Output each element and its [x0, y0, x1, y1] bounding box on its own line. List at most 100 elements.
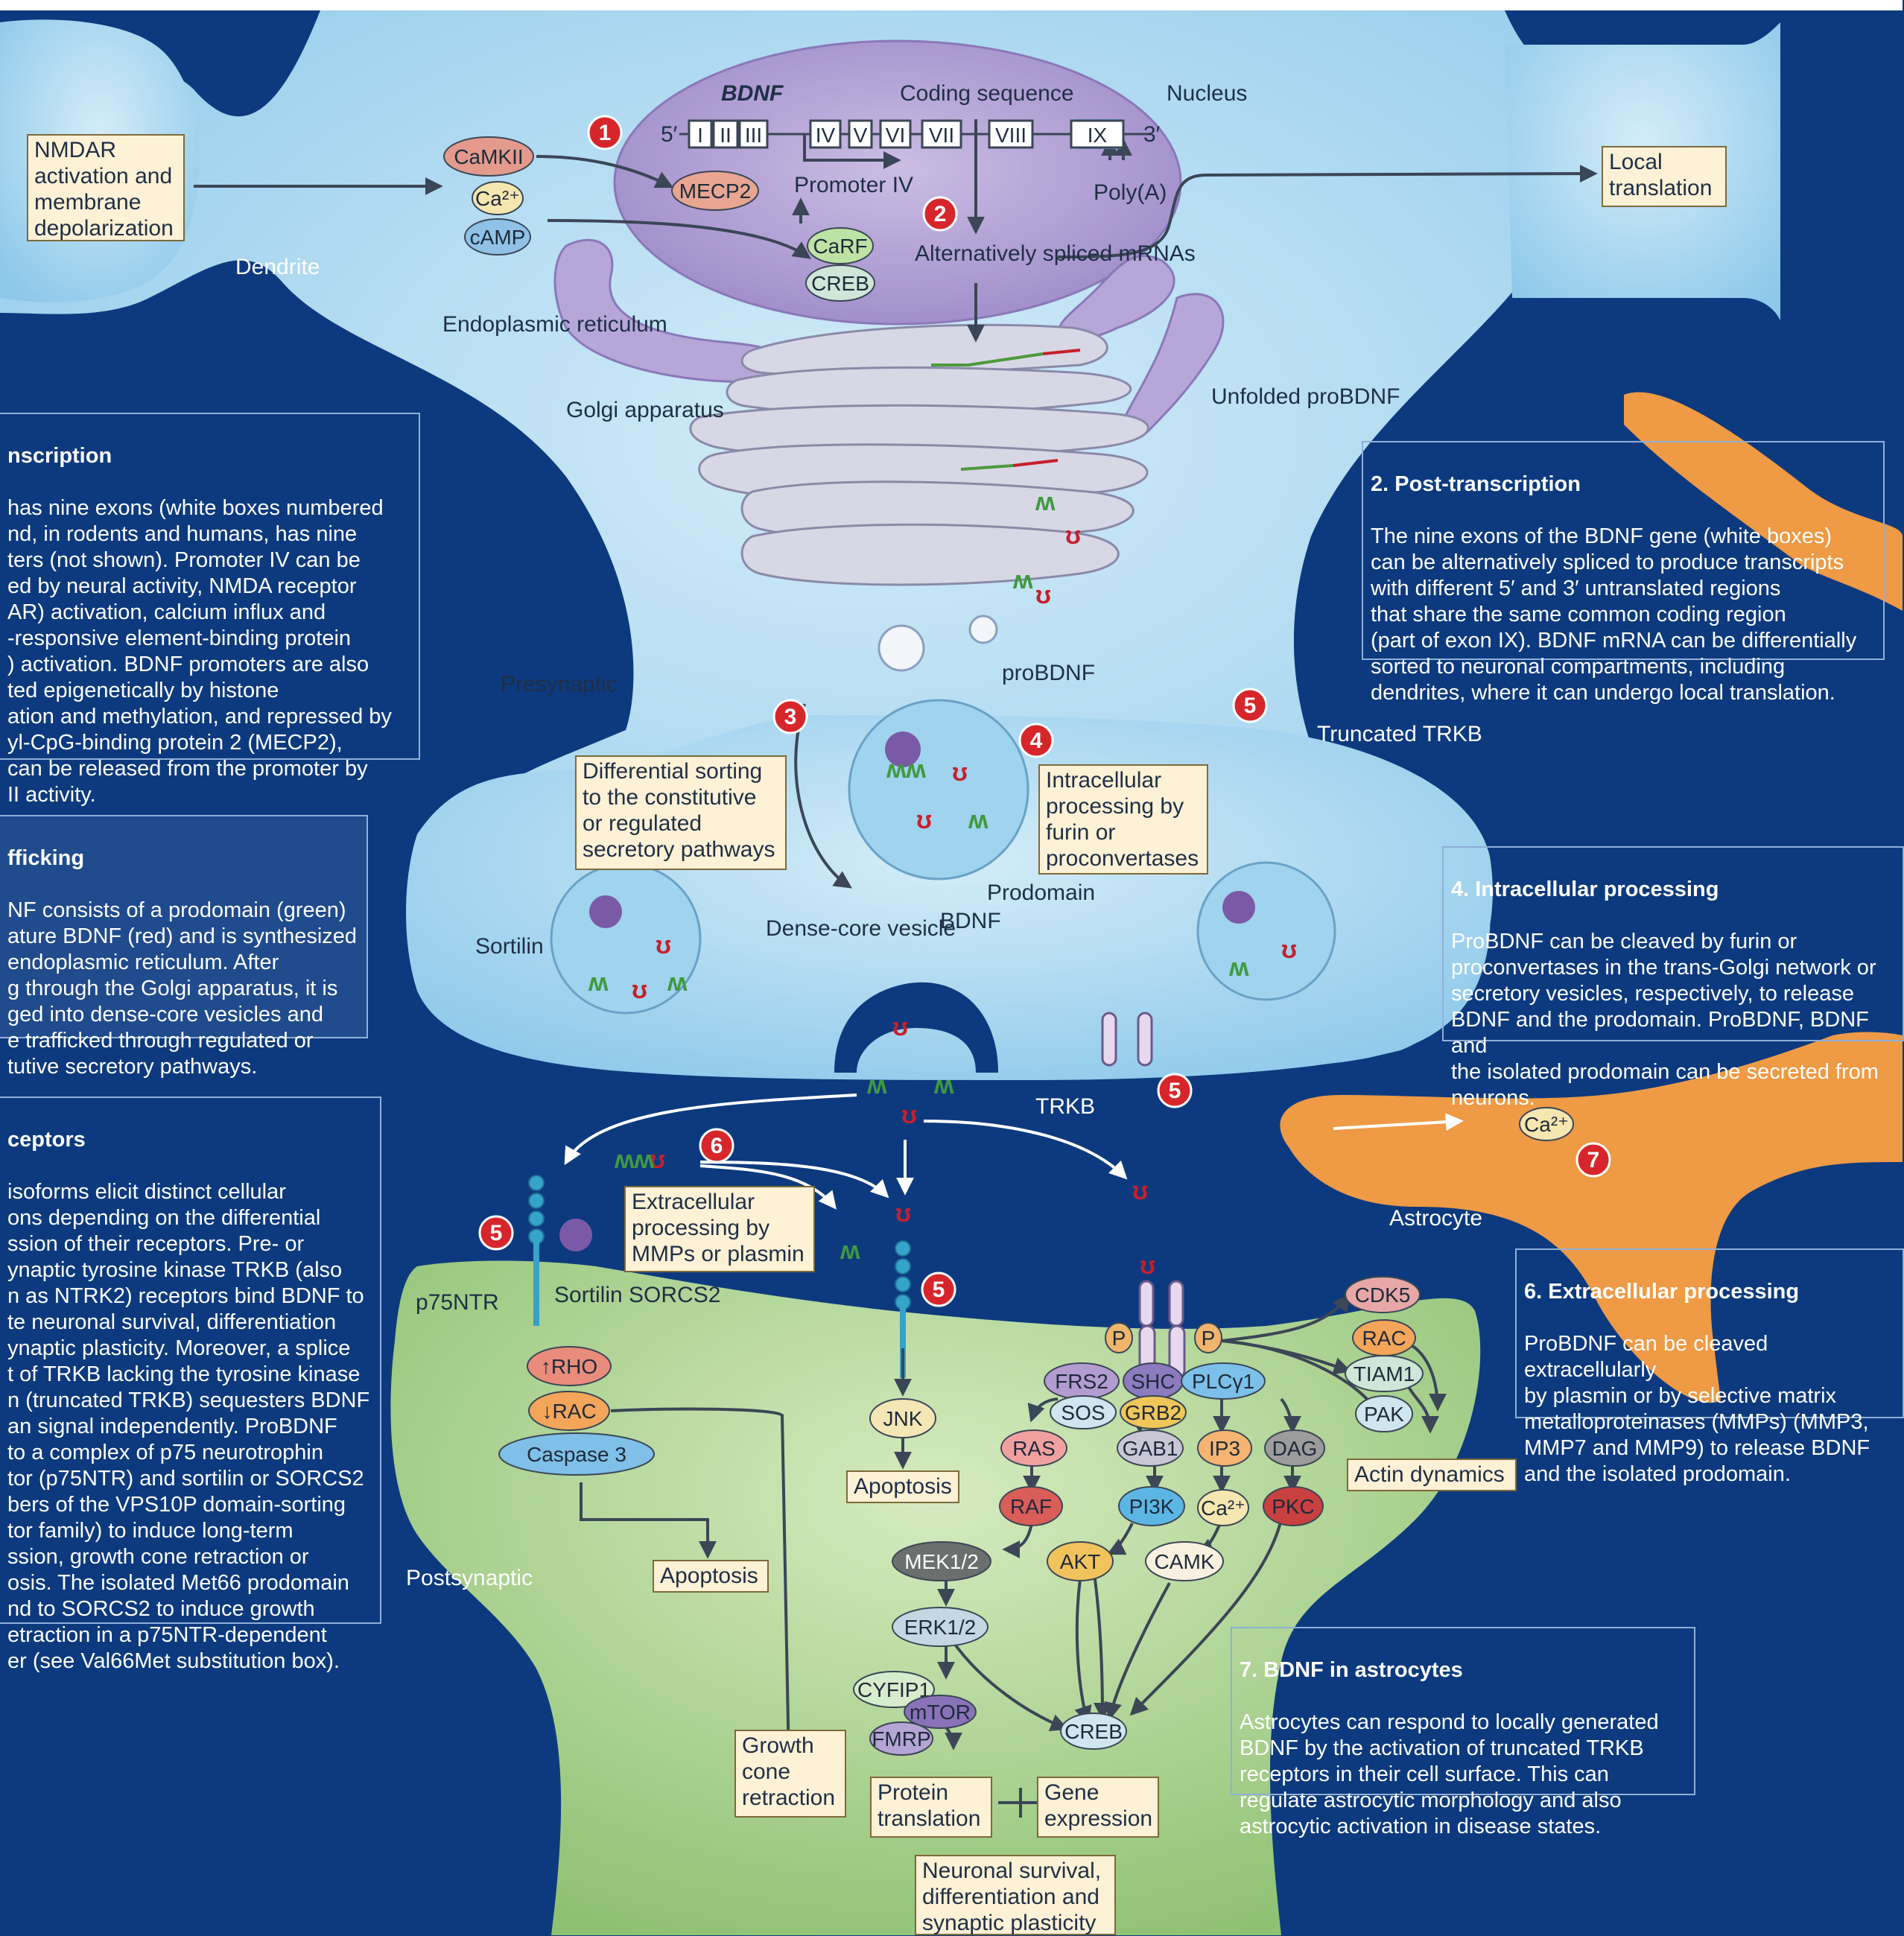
step-number: 1 [599, 121, 612, 145]
molecule-label: Ca²⁺ [1201, 1497, 1245, 1520]
molecules: CaMKIICa²⁺cAMPMECP2CaRFCREB↑RHO↓RACCaspa… [443, 136, 1574, 1756]
molecule-pi3k: PI3K [1118, 1486, 1185, 1526]
bdnf-glyph: ʊ [650, 1146, 665, 1174]
dense-core-vesicle-main [848, 699, 1029, 880]
molecule-label: CDK5 [1355, 1283, 1411, 1307]
molecule-label: RAC [1362, 1327, 1406, 1350]
truncated-trkb-label: Truncated TRKB [1317, 722, 1482, 746]
panel-receptors-body: isoforms elicit distinct cellular ons de… [7, 1180, 370, 1673]
panel-extracellular: 6. Extracellular processing ProBDNF can … [1515, 1248, 1904, 1486]
pathway-arrows [194, 119, 1598, 1805]
panel-astrocytes-body: Astrocytes can respond to locally genera… [1240, 1710, 1659, 1838]
mrna-strand [1042, 349, 1081, 355]
molecule-p: P [1105, 1322, 1133, 1353]
molecule-cyfip1: CYFIP1 [853, 1671, 935, 1708]
trkb-receptor [1138, 1280, 1155, 1327]
exon-V: V [848, 119, 873, 149]
step-marker-5: 5 [921, 1272, 956, 1307]
molecule-camk: CAMK [1145, 1541, 1224, 1581]
bdnf-glyph: ʊ [632, 976, 647, 1004]
coding-sequence-label: Coding sequence [900, 81, 1074, 106]
prodomain-glyph: ʍ [588, 968, 609, 997]
prodomain-glyph: ʍʍ [614, 1146, 654, 1174]
prodomain-glyph: ʍʍ [886, 755, 926, 784]
step-marker-5: 5 [1157, 1073, 1193, 1108]
molecule-label: PI3K [1129, 1495, 1175, 1518]
prodomain-glyph: ʍ [1228, 953, 1249, 982]
bdnf-glyph: ʊ [1281, 936, 1297, 964]
exon-label: IV [816, 124, 836, 147]
molecule-gab1: GAB1 [1117, 1429, 1184, 1467]
panel-trafficking-body: NF consists of a prodomain (green) ature… [7, 898, 358, 1079]
molecule-dag: DAG [1264, 1429, 1325, 1467]
unfolded-probdnf-label: Unfolded proBDNF [1211, 384, 1400, 409]
prodomain-glyph: ʍ [933, 1071, 954, 1099]
bdnf-glyph: ʊ [916, 806, 932, 834]
panel-transcription-title: nscription [7, 444, 112, 468]
molecule-label: ERK1/2 [904, 1616, 977, 1639]
step-number: 3 [784, 705, 797, 729]
postsynaptic-label: Postsynaptic [406, 1566, 533, 1590]
mrna-strand [931, 352, 1044, 366]
bdnf-glyph: ʊ [901, 1101, 917, 1129]
sortilin-receptor-post [559, 1219, 592, 1251]
bdnf-molecule-glyphs: ʊ ʊ ʍʍ ʍ ʊ ʊ ʍ ʍ ʊ ʍ ʊ ʊ ʍ ʍ ʊ ʊ ʊ ʊ ʍʍ … [588, 488, 1297, 1280]
molecule-creb-nuc: CREB [805, 264, 875, 302]
step-marker-2: 2 [922, 196, 958, 232]
molecule-label: MECP2 [679, 180, 751, 203]
molecule-erk12: ERK1/2 [892, 1607, 989, 1647]
exon-label: IX [1088, 124, 1108, 147]
step-number: 2 [934, 202, 947, 226]
trkb-receptor [1101, 1012, 1117, 1067]
molecule-label: MEK1/2 [904, 1550, 979, 1573]
exon-label: VI [886, 124, 905, 147]
astrocyte-label: Astrocyte [1389, 1206, 1482, 1231]
panel-intracellular-body: ProBDNF can be cleaved by furin or proco… [1451, 930, 1879, 1110]
molecule-label: DAG [1272, 1437, 1318, 1460]
panel-post-transcription-title: 2. Post-transcription [1371, 472, 1581, 496]
molecule-label: cAMP [470, 226, 526, 249]
molecule-label: JNK [883, 1407, 923, 1430]
nucleus [613, 39, 1182, 326]
molecule-label: P [1112, 1327, 1126, 1350]
trkb-receptor [1168, 1280, 1184, 1327]
astrocyte-process-upper [1624, 392, 1903, 611]
molecule-label: IP3 [1209, 1437, 1240, 1460]
sortilin-receptor-right [1222, 891, 1255, 924]
molecule-label: CaMKII [454, 145, 523, 168]
molecule-camkii: CaMKII [443, 136, 534, 177]
molecule-mek12: MEK1/2 [892, 1541, 991, 1581]
step-marker-5: 5 [478, 1215, 514, 1251]
step-marker-3: 3 [772, 699, 808, 734]
molecule-creb-post: CREB [1060, 1713, 1127, 1750]
molecule-label: TIAM1 [1354, 1362, 1415, 1386]
molecule-label: RAS [1012, 1437, 1056, 1460]
prodomain-label: Prodomain [987, 880, 1095, 905]
molecule-label: P [1202, 1327, 1216, 1350]
bdnf-gene-title: BDNF [721, 81, 784, 106]
dense-core-vesicle-label: Dense-core vesicle [766, 916, 956, 941]
molecule-label: SHC [1131, 1370, 1175, 1393]
panel-astrocytes: 7. BDNF in astrocytes Astrocytes can res… [1231, 1627, 1695, 1838]
gene-expression-note: Gene expression [1037, 1777, 1159, 1838]
golgi-apparatus [689, 323, 1149, 586]
molecule-label: FMRP [872, 1727, 930, 1751]
panel-trafficking-title: fficking [7, 846, 85, 870]
bdnf-label: BDNF [940, 909, 1001, 933]
trkb-receptor [1137, 1012, 1153, 1067]
step-number: 7 [1587, 1148, 1600, 1172]
step-marker-4: 4 [1018, 723, 1054, 758]
molecule-ca-astro: Ca²⁺ [1519, 1107, 1574, 1141]
exocytosis-pit [834, 982, 998, 1073]
exon-label: II [720, 124, 732, 147]
mrna-strand [960, 464, 1014, 471]
molecule-frs2: FRS2 [1044, 1362, 1120, 1400]
dense-core-vesicle-right [1196, 861, 1336, 1001]
bdnf-glyph: ʊ [656, 931, 671, 959]
bdnf-glyph: ʊ [895, 1199, 911, 1228]
prodomain-glyph: ʍ [667, 968, 688, 997]
panel-intracellular-title: 4. Intracellular processing [1451, 877, 1719, 901]
nmdar-note: NMDAR activation and membrane depolariza… [27, 134, 185, 241]
step-number: 6 [711, 1134, 723, 1158]
